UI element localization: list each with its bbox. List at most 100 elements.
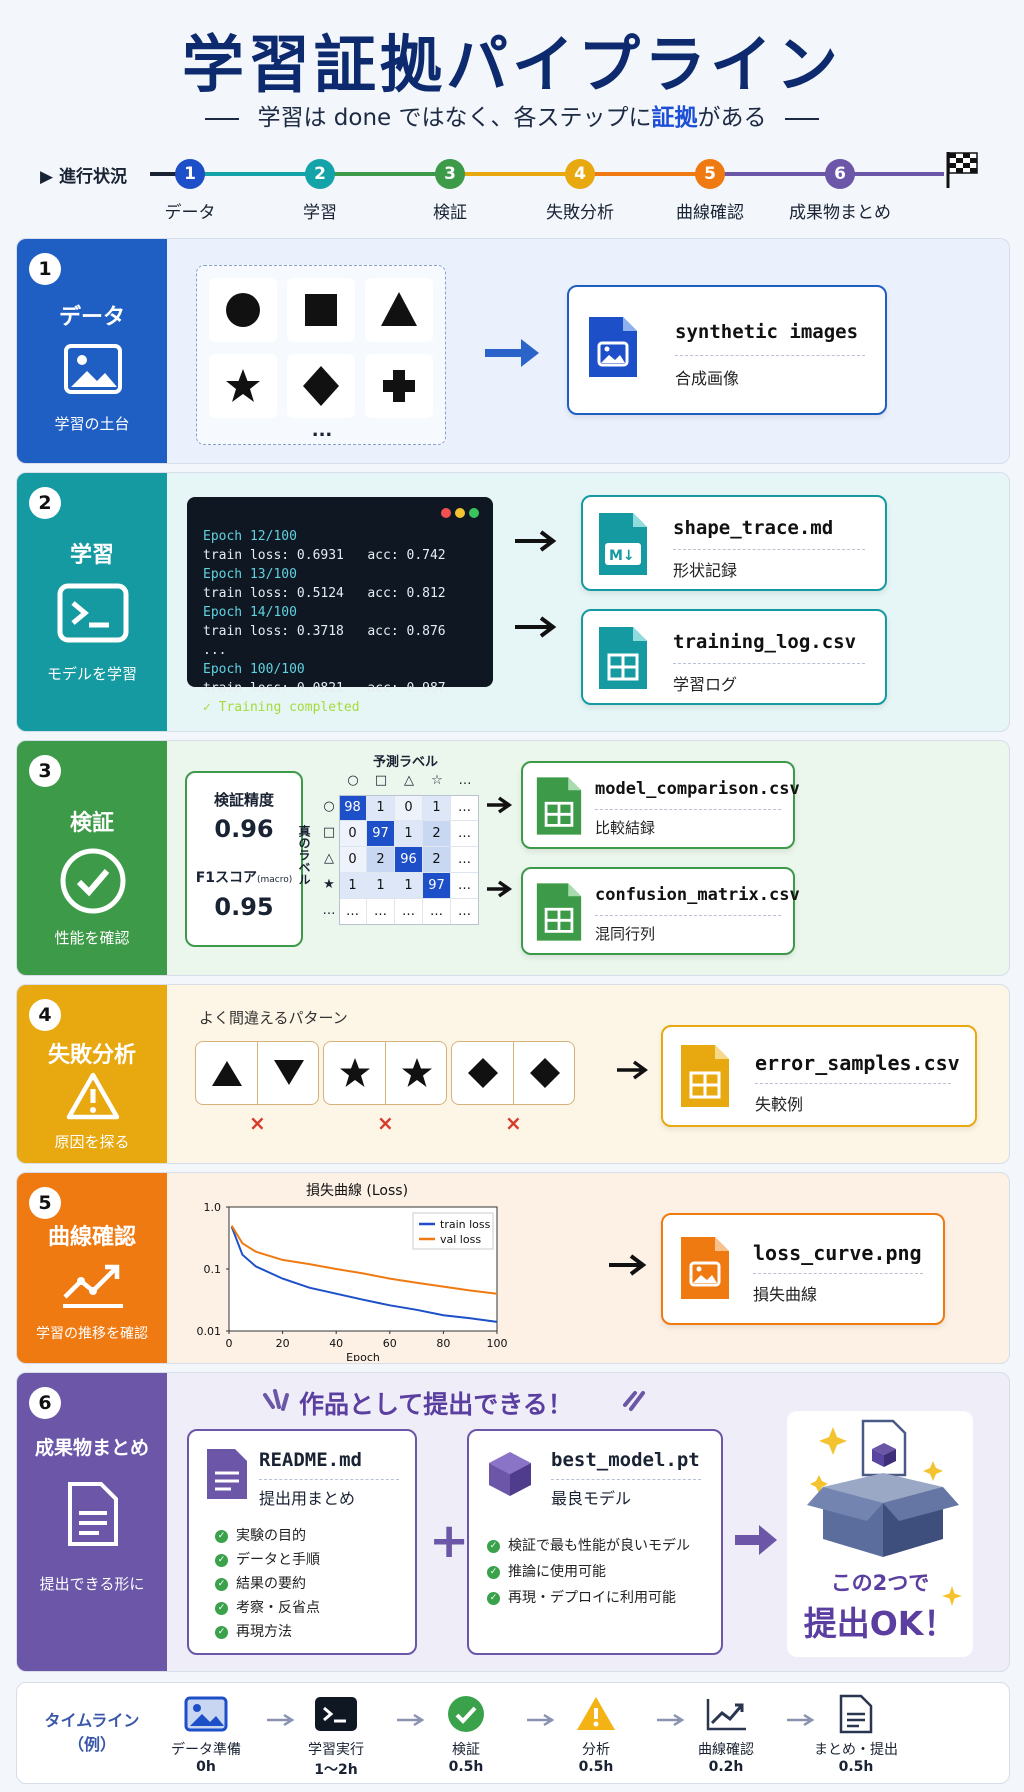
terminal-line: train loss: 0.0821 acc: 0.987 — [203, 681, 446, 696]
file-card-error-samples[interactable]: error_samples.csv 失較例 — [661, 1025, 977, 1127]
page-subtitle: 学習は done ではなく、各ステップに証拠がある — [0, 98, 1024, 132]
readme-check-item: ✓実験の目的 — [215, 1525, 306, 1545]
matrix-cell: … — [395, 899, 423, 925]
image-icon — [64, 344, 122, 394]
section-number: 2 — [29, 487, 61, 519]
section-failure-analysis: 4 失敗分析 原因を探る よく間違えるパターン × × × — [16, 984, 1010, 1164]
confusion-pair-star — [323, 1041, 447, 1105]
matrix-cell: 0 — [339, 821, 367, 847]
document-file-icon — [207, 1449, 247, 1499]
matrix-cell: 1 — [367, 795, 395, 821]
timeline-arrow-icon — [267, 1713, 295, 1727]
deliverables-headline: 作品として提出できる！ — [299, 1390, 573, 1419]
model-check-item: ✓推論に使用可能 — [487, 1561, 606, 1581]
spreadsheet-file-icon — [681, 1045, 729, 1107]
file-card-model-comparison[interactable]: model_comparison.csv 比較結録 — [521, 761, 800, 849]
section-number: 1 — [29, 253, 61, 285]
arrow-right-icon — [735, 1525, 777, 1555]
readme-check-item: ✓ 考察・反省点 — [215, 1597, 320, 1617]
file-description: 最良モデル — [551, 1489, 632, 1508]
section-validation-sidebar: 3 検証 性能を確認 — [17, 741, 167, 975]
progress-step-5[interactable]: 5 — [695, 159, 725, 189]
warning-icon — [66, 1072, 120, 1120]
section-subtitle: 学習の推移を確認 — [36, 1326, 148, 1342]
error-x-icon: × — [377, 1111, 394, 1135]
timeline-label: タイムライン （例） — [37, 1707, 147, 1755]
warning-icon — [577, 1697, 615, 1730]
y-tick-label: 0.1 — [204, 1263, 222, 1276]
triangle-icon — [212, 1061, 242, 1086]
section-data-body: ... synthetic images 合成画像 — [167, 239, 1009, 463]
file-card-loss-curve[interactable]: loss_curve.png 損失曲線 — [661, 1213, 945, 1325]
series-line-val — [230, 1225, 498, 1295]
trend-chart-icon — [706, 1699, 746, 1731]
progress-step-4[interactable]: 4 — [565, 159, 595, 189]
terminal-line: Epoch 100/100 — [203, 662, 305, 677]
timeline-item-label: 検証 — [452, 1742, 480, 1758]
accuracy-value: 0.96 — [214, 815, 274, 843]
f1-label-text: F1スコア — [195, 870, 258, 886]
progress-step-1[interactable]: 1 — [175, 159, 205, 189]
error-x-icon: × — [249, 1111, 266, 1135]
document-icon — [839, 1694, 873, 1734]
best-model-card[interactable]: best_model.pt 最良モデル ✓検証で最も性能が良いモデル✓推論に使用… — [467, 1429, 723, 1655]
timeline-item-label: 分析 — [582, 1742, 610, 1758]
matrix-cell: 96 — [395, 847, 423, 873]
page-title: 学習証拠パイプライン — [181, 28, 842, 101]
matrix-cell: … — [451, 899, 479, 925]
section-deliverables-body: 作品として提出できる！ README.md 提出用まとめ ✓実験の目的✓データと… — [167, 1373, 1009, 1671]
file-name: best_model.pt — [551, 1449, 700, 1471]
file-name: loss_curve.png — [753, 1241, 922, 1265]
check-icon: ✓ — [487, 1565, 500, 1579]
legend-label: train loss — [440, 1218, 491, 1231]
matrix-row-header: ★ — [323, 877, 335, 892]
f1-label: F1スコア(macro) — [187, 867, 301, 887]
x-axis-label: Epoch — [346, 1351, 380, 1361]
matrix-cell: … — [451, 795, 479, 821]
file-card-shape-trace[interactable]: M↓ shape_trace.md 形状記録 — [581, 495, 887, 591]
f1-value: 0.95 — [214, 893, 274, 921]
check-icon: ✓ — [215, 1601, 228, 1615]
check-circle-icon — [448, 1696, 484, 1732]
matrix-cell: 0 — [339, 847, 367, 873]
matrix-cell: 1 — [395, 873, 423, 899]
file-description: 形状記録 — [673, 561, 738, 580]
check-item-text: 考察・反省点 — [236, 1600, 320, 1616]
timeline-item-time: 0h — [196, 1759, 216, 1775]
trend-chart-icon — [63, 1264, 123, 1308]
timeline-arrow-icon — [657, 1713, 685, 1727]
progress-segment — [320, 172, 450, 176]
spark-lines-icon — [623, 1391, 645, 1411]
check-icon: ✓ — [487, 1539, 500, 1553]
check-icon: ✓ — [487, 1591, 500, 1605]
section-training-sidebar: 2 学習 モデルを学習 — [17, 473, 167, 731]
check-icon: ✓ — [215, 1529, 228, 1543]
chart-legend — [412, 1212, 494, 1250]
matrix-col-header: … — [458, 773, 472, 788]
check-circle-icon — [60, 848, 126, 914]
file-description: 混同行列 — [595, 925, 656, 943]
file-name: confusion_matrix.csv — [595, 885, 800, 905]
progress-step-6[interactable]: 6 — [825, 159, 855, 189]
matrix-cell: 2 — [423, 847, 451, 873]
file-card-confusion-matrix[interactable]: confusion_matrix.csv 混同行列 — [521, 867, 800, 955]
timeline-arrow-icon — [527, 1713, 555, 1727]
progress-step-3[interactable]: 3 — [435, 159, 465, 189]
file-card-training-log[interactable]: training_log.csv 学習ログ — [581, 609, 887, 705]
check-icon: ✓ — [215, 1577, 228, 1591]
plus-icon: + — [429, 1513, 470, 1569]
timeline-icon-wrap — [151, 1693, 261, 1735]
file-card-synthetic-images[interactable]: synthetic images 合成画像 — [567, 285, 887, 415]
readme-card[interactable]: README.md 提出用まとめ ✓実験の目的✓データと手順✓結果の要約✓考察・… — [187, 1429, 417, 1655]
progress-step-2[interactable]: 2 — [305, 159, 335, 189]
diamond-icon — [530, 1058, 560, 1088]
true-label: 真のラベル — [297, 825, 311, 885]
